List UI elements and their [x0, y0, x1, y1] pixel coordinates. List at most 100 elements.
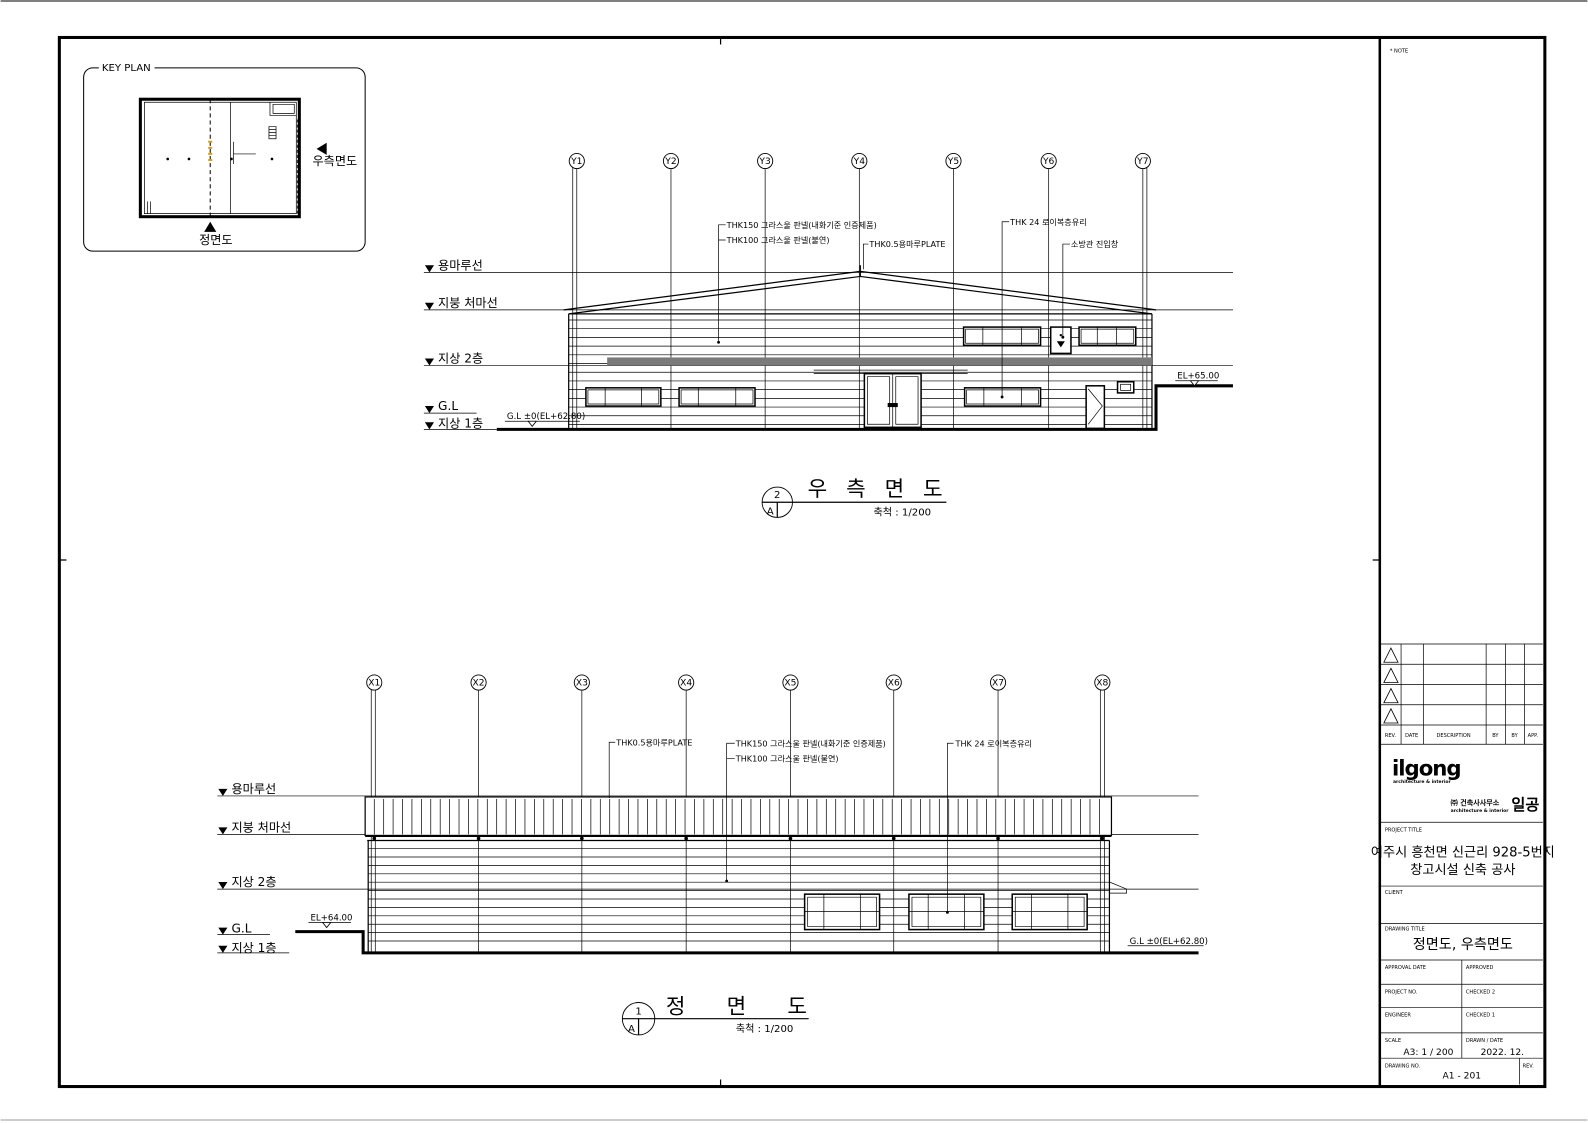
grid-label: Y3	[758, 157, 771, 167]
level-marker-icon	[424, 302, 435, 310]
column-dot	[187, 157, 191, 161]
drawing-title: 우 측 면 도	[808, 477, 943, 502]
leader-dot	[725, 879, 729, 883]
revision-delta-icon	[1383, 647, 1399, 663]
client-label: CLIENT	[1385, 890, 1404, 896]
leader-dot	[1000, 395, 1004, 399]
window-frame	[585, 387, 662, 407]
floor2-band	[607, 357, 1152, 366]
grid-bubble	[885, 674, 902, 691]
grid-marker-y6: Y6	[1040, 152, 1057, 170]
approved-label: APPROVED	[1466, 965, 1494, 971]
grid-bubble	[851, 152, 868, 170]
side-canopy	[1109, 881, 1128, 894]
window-panes	[908, 894, 984, 930]
window	[803, 893, 881, 931]
level-label-floor2: 지상 2층	[231, 875, 276, 889]
eave-bolt	[684, 836, 688, 841]
key-plan-frame	[83, 67, 366, 252]
key-plan-building-outline	[138, 97, 301, 219]
level-label-ridge: 용마루선	[438, 258, 483, 272]
drawing-no-label: DRAWING NO.	[1385, 1063, 1421, 1069]
level-label-floor1: 지상 1층	[231, 941, 276, 955]
note-panel100: THK100 그라스울 판넬(불연)	[735, 753, 839, 763]
note-fire-window: 소방관 진입창	[1071, 239, 1119, 249]
window	[1011, 893, 1088, 931]
grid-marker-x7: X7	[989, 674, 1007, 691]
window-panes	[966, 387, 1039, 407]
level-marker-icon	[424, 422, 435, 430]
grid-bubble	[757, 152, 774, 170]
firm-name-korean: ㈜ 건축사사무소	[1451, 798, 1500, 807]
grid-label: Y2	[664, 157, 676, 167]
note-glass: THK 24 로이복층유리	[955, 738, 1032, 748]
grid-bubble	[1040, 152, 1057, 170]
note-panel150: THK150 그라스울 판넬(내화기준 인증제품)	[735, 738, 886, 748]
revision-header: REV.	[1385, 733, 1396, 739]
grid-marker-y5: Y5	[945, 152, 962, 170]
key-plan-right-view-label: 우측면도	[312, 154, 357, 168]
level-marker-icon	[218, 827, 228, 835]
grid-label: X4	[680, 679, 692, 689]
revision-delta-icon	[1383, 687, 1399, 704]
level-marker-icon	[218, 881, 228, 890]
annotation-leaders	[608, 741, 954, 913]
key-plan-interior-walls	[144, 101, 297, 215]
firefighter-entry-window	[1049, 326, 1072, 355]
front-roof-band	[364, 796, 1113, 837]
detail-sheet-ref: A	[767, 506, 774, 517]
ground-elevation-label: EL+65.00	[1177, 372, 1219, 382]
firm-logo-wordmark: ilgong	[1392, 757, 1461, 782]
revision-delta-icon	[1383, 667, 1399, 683]
front-elevation-title: 1 A 정 면 도 축척 : 1/200	[621, 995, 809, 1036]
title-block-row-lines	[1380, 821, 1543, 1085]
note-ridge-plate: THK0.5용마루PLATE	[868, 239, 945, 249]
window-panes	[965, 327, 1039, 346]
key-plan-stair	[268, 126, 277, 140]
revision-delta-icon	[1383, 707, 1399, 724]
grid-label: X2	[473, 679, 485, 689]
right-view-arrow-icon	[316, 142, 327, 155]
gl-marker-icon	[527, 420, 538, 427]
grid-marker-x4: X4	[678, 674, 695, 691]
door-handle	[887, 403, 898, 408]
drawing-frame	[57, 35, 1547, 1089]
vent	[1116, 380, 1135, 394]
key-plan-front-view-label: 정면도	[199, 233, 233, 247]
grid-bubble	[568, 152, 585, 170]
rev-label: REV.	[1523, 1063, 1534, 1069]
window-frame	[1049, 326, 1072, 355]
grid-bubble	[366, 674, 383, 691]
project-title-label: PROJECT TITLE	[1385, 827, 1422, 833]
right-elevation-title: 2 A 우 측 면 도 축척 : 1/200	[761, 477, 947, 518]
project-no-label: PROJECT NO.	[1385, 989, 1418, 995]
leader-dot	[945, 910, 949, 914]
note-panel100: THK100 그라스울 판넬(불연)	[726, 235, 830, 245]
vent-inner	[1120, 383, 1132, 391]
level-marker-icon	[424, 358, 435, 366]
eave-bolt	[580, 836, 584, 841]
key-plan-label: KEY PLAN	[102, 63, 151, 74]
eave-bolt	[788, 836, 793, 841]
project-title-line2: 창고시설 신축 공사	[1410, 862, 1515, 878]
level-marker-icon	[218, 945, 228, 953]
key-plan-columns	[166, 157, 274, 161]
firm-logo-tagline: architecture & interior	[1393, 779, 1452, 785]
right-elevation: Y1 Y2 Y3 Y4 Y5 Y6 Y7 용마루선 지붕 처마선 지상 2층 G…	[423, 152, 1233, 518]
checked2-label: CHECKED 2	[1466, 989, 1495, 995]
level-label-gl: G.L	[438, 399, 458, 413]
grid-label: Y6	[1042, 157, 1055, 167]
engineer-label: ENGINEER	[1385, 1013, 1412, 1019]
grid-marker-y3: Y3	[757, 152, 774, 170]
right-elevation-grid-lines	[572, 168, 1148, 430]
grid-label: Y4	[853, 157, 866, 167]
right-elevation-walls	[568, 313, 1153, 430]
detail-title-line	[762, 501, 947, 518]
drawing-scale: 축척 : 1/200	[873, 506, 931, 518]
window-frame	[678, 387, 756, 407]
front-eave-lines	[365, 835, 1112, 842]
front-elevation-wall-siding	[368, 848, 1110, 942]
firm-logo: ilgong architecture & interior ㈜ 건축사사무소 …	[1392, 757, 1539, 814]
project-title-line1: 여주시 흥천면 신근리 928-5번지	[1371, 845, 1555, 861]
grid-marker-y1: Y1	[568, 152, 585, 170]
